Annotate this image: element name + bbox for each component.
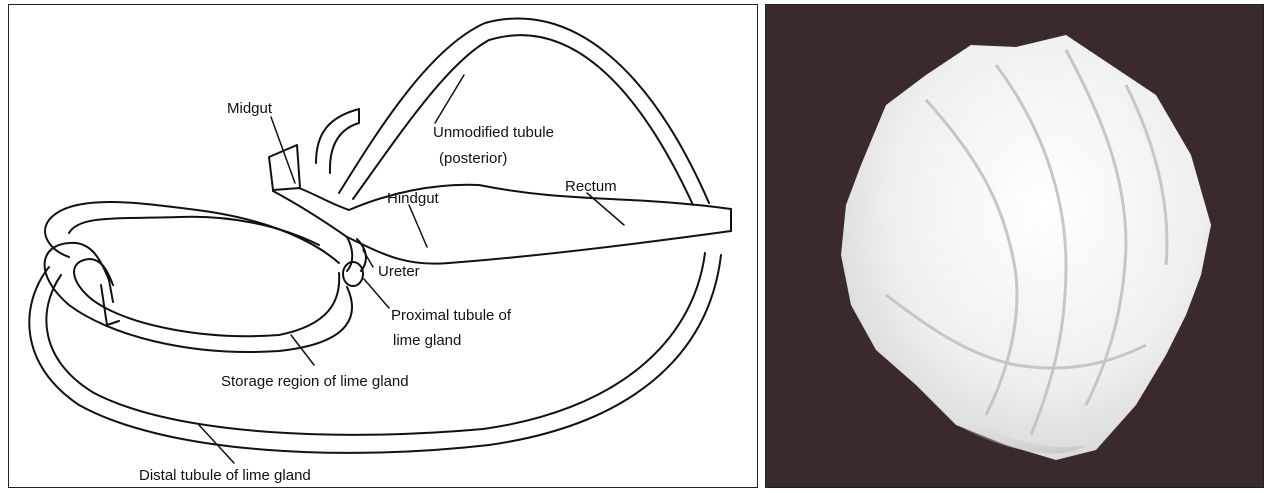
upper-loop-inner <box>69 217 319 245</box>
unmodified-tubule-inner <box>353 35 693 205</box>
leader-distal <box>199 425 234 463</box>
upper-loop-outer <box>45 202 339 263</box>
upper-tube-inner <box>330 123 359 173</box>
unmodified-tubule-outer <box>339 18 709 203</box>
storage-region-inner <box>74 259 339 336</box>
leader-unmodified <box>435 75 464 123</box>
distal-tubule-outer <box>29 255 721 453</box>
label-rectum: Rectum <box>565 178 617 195</box>
leader-hindgut <box>409 205 427 247</box>
label-ureter: Ureter <box>378 263 420 280</box>
anatomy-diagram: Midgut Unmodified tubule (posterior) Hin… <box>9 5 756 486</box>
hindgut-upper-wall <box>299 185 731 210</box>
leader-storage <box>291 335 314 365</box>
ureter-opening <box>343 262 363 286</box>
label-proximal-tubule-1: Proximal tubule of <box>391 307 512 324</box>
concretion-photo <box>766 5 1263 487</box>
label-unmodified-tubule-1: Unmodified tubule <box>433 124 554 141</box>
label-distal-tubule: Distal tubule of lime gland <box>139 467 311 484</box>
label-proximal-tubule-2: lime gland <box>393 332 461 349</box>
label-storage-region: Storage region of lime gland <box>221 373 409 390</box>
ureter-duct <box>347 237 352 271</box>
upper-tube-outer <box>316 109 359 163</box>
distal-tubule-inner <box>46 253 705 435</box>
label-unmodified-tubule-2: (posterior) <box>439 150 507 167</box>
label-midgut: Midgut <box>227 100 273 117</box>
label-hindgut: Hindgut <box>387 190 440 207</box>
leader-proximal <box>364 279 389 308</box>
anatomy-diagram-panel: Midgut Unmodified tubule (posterior) Hin… <box>8 4 758 488</box>
concretion-photo-panel <box>765 4 1264 488</box>
leader-midgut <box>271 117 295 183</box>
